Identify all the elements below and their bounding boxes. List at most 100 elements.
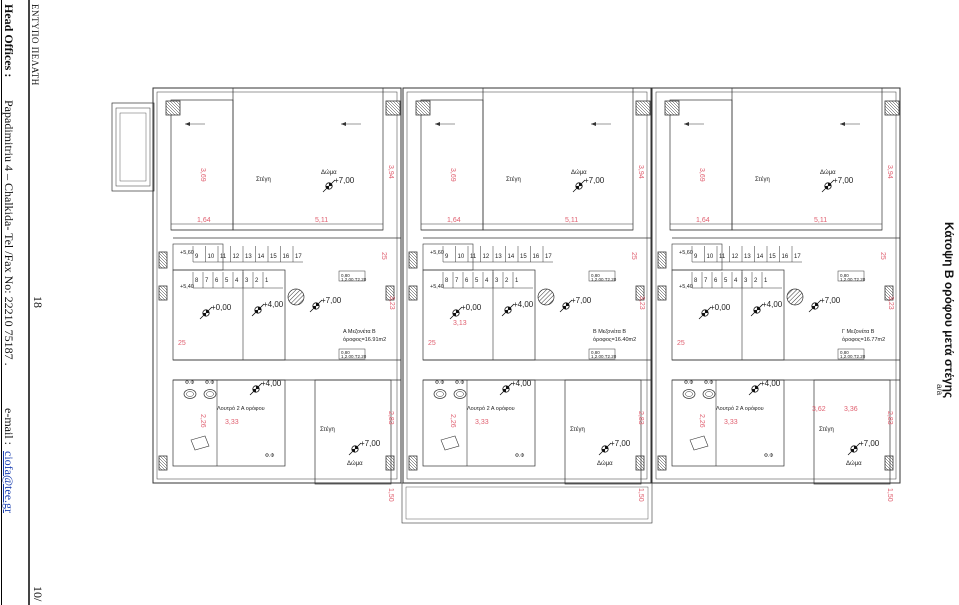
elevation-label: +4,00: [511, 379, 532, 388]
hatch-line: [884, 290, 894, 300]
elevation-label: +7,00: [360, 439, 381, 448]
terrace-label: Δώμα: [321, 170, 337, 176]
hatch-line: [888, 285, 894, 291]
stair-step-number: 1: [764, 278, 768, 284]
dimension-label: 2,26: [199, 414, 206, 428]
hatch-line: [428, 100, 431, 103]
elevation-leader: [847, 442, 861, 456]
hatch-line: [385, 460, 395, 470]
hatch-line: [635, 466, 640, 471]
hatch-line: [657, 261, 665, 269]
hatch-line: [158, 290, 168, 300]
direction-arrow: [591, 122, 611, 126]
elevation-label: +0,00: [211, 303, 232, 312]
window-code: 0,80: [840, 350, 849, 355]
dimension-label: 1,64: [197, 217, 211, 224]
dimension-label: 2,83: [387, 411, 394, 425]
unit-inner-wall: [406, 91, 648, 480]
stair-elevation-upper: +5,60: [679, 250, 693, 256]
hatch-line: [385, 457, 395, 467]
hatch-line: [385, 466, 390, 471]
dimension-label: 5,11: [814, 217, 827, 224]
hatch-line: [642, 455, 645, 458]
wash-basin: [433, 389, 447, 399]
elevation-marker: +4,00: [499, 379, 532, 396]
stair-step-number: 9: [195, 254, 199, 260]
fixture-code: Φ.Φ: [435, 380, 444, 386]
hatched-column: [385, 455, 395, 471]
direction-arrow: [435, 122, 455, 126]
stair-step-number: 13: [245, 254, 252, 260]
basin-inner: [705, 391, 713, 397]
elevation-label: +4,00: [261, 379, 282, 388]
hatched-column: [635, 455, 645, 471]
hatch-line: [657, 296, 662, 301]
hatch-line: [408, 457, 418, 467]
elevation-leader: [808, 299, 822, 313]
elevation-leader: [251, 303, 265, 317]
fixture-code: Φ.Φ: [455, 380, 464, 386]
hatch-line: [674, 100, 680, 106]
stair-step-number: 5: [475, 278, 479, 284]
hatch-line: [897, 100, 900, 103]
hatch-line: [636, 100, 651, 115]
hatch-line: [645, 100, 651, 106]
elevation-leader: [348, 442, 362, 456]
stair-step-number: 11: [719, 254, 726, 260]
window-tag: [588, 270, 616, 282]
hatched-column: [884, 285, 894, 301]
wash-basin: [453, 389, 467, 399]
dimension-label: 1,50: [387, 488, 394, 502]
hatch-line: [162, 285, 168, 291]
hatch-line: [664, 102, 678, 116]
hatch-line: [668, 100, 680, 112]
stair-step-number: 14: [757, 254, 764, 260]
hatch-line: [395, 100, 401, 106]
hatch-line: [385, 105, 396, 116]
stair-step-number: 15: [270, 254, 277, 260]
stair-step-number: 7: [704, 278, 708, 284]
hatch-line: [635, 287, 645, 297]
arrow-head: [840, 122, 845, 126]
hatch-line: [385, 111, 390, 116]
hatch-line: [386, 285, 395, 294]
stair-step-number: 4: [734, 278, 738, 284]
hatch-line: [884, 108, 892, 116]
hatch-line: [422, 100, 431, 109]
stair-elevation-lower: +5,40: [430, 284, 444, 290]
hatched-column: [408, 251, 418, 269]
elevation-marker: +7,00: [309, 296, 342, 313]
hatch-line: [671, 100, 680, 109]
hatched-column: [657, 455, 667, 471]
stair-step-number: 5: [724, 278, 728, 284]
hatch-line: [636, 285, 645, 294]
dimension-label: 3,69: [698, 168, 705, 182]
hatch-line: [884, 287, 894, 297]
window-code: 0,80: [591, 350, 600, 355]
basin-inner: [436, 391, 444, 397]
elevation-marker: +4,00: [501, 300, 534, 317]
hatch-line: [408, 463, 416, 471]
basin-inner: [685, 391, 693, 397]
hatch-line: [884, 102, 898, 116]
arrow-head: [341, 122, 346, 126]
hatch-line: [885, 100, 900, 115]
hatch-line: [884, 111, 889, 116]
sheet-border-rule: [1, 0, 2, 605]
hatch-line: [158, 463, 166, 471]
hatch-line: [158, 255, 168, 265]
hatch-line: [891, 100, 900, 109]
basin-inner: [186, 391, 194, 397]
hatch-line: [665, 100, 680, 115]
toilet-fixture: [689, 435, 709, 451]
fixture-code: Φ.Φ: [684, 380, 693, 386]
hatch-line: [408, 261, 416, 269]
terrace-area: [482, 87, 634, 231]
hatch-line: [657, 290, 667, 300]
basin-outer: [183, 389, 197, 399]
hatch-line: [657, 255, 667, 265]
hatch-line: [648, 100, 651, 103]
stair-step-number: 2: [505, 278, 509, 284]
hatch-line: [664, 108, 672, 116]
direction-arrow: [341, 122, 361, 126]
